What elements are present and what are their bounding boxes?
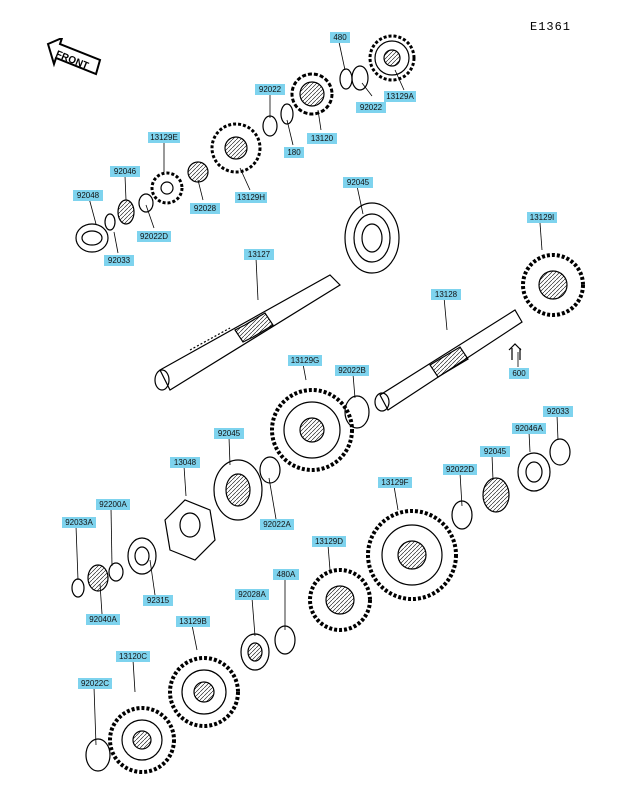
gear-13129E — [150, 171, 184, 205]
gear-13120C — [108, 706, 176, 774]
bearing-92040A — [87, 564, 109, 592]
part-label-13129G[interactable]: 13129G — [288, 355, 322, 366]
part-label-92315[interactable]: 92315 — [143, 595, 173, 606]
bushing-92046A — [517, 452, 551, 492]
part-label-480A[interactable]: 480A — [273, 569, 299, 580]
part-label-13128[interactable]: 13128 — [431, 289, 461, 300]
washer-180 — [280, 103, 294, 125]
part-label-92028A[interactable]: 92028A — [235, 589, 269, 600]
part-label-92033A[interactable]: 92033A — [62, 517, 96, 528]
part-label-92048[interactable]: 92048 — [73, 190, 103, 201]
shaft-13127 — [154, 274, 341, 391]
part-label-92045-mid[interactable]: 92045 — [214, 428, 244, 439]
gear-13129G — [270, 388, 354, 472]
washer-92022D-r — [451, 500, 473, 530]
circlip-480A — [274, 625, 296, 655]
part-label-13120[interactable]: 13120 — [307, 133, 337, 144]
part-label-600[interactable]: 600 — [509, 368, 529, 379]
part-label-13129E[interactable]: 13129E — [148, 132, 180, 143]
pin-600 — [508, 343, 522, 360]
ring-92033-top — [104, 213, 116, 231]
part-label-13129A[interactable]: 13129A — [384, 91, 416, 102]
part-label-92022-r[interactable]: 92022 — [356, 102, 386, 113]
washer-92022-top — [262, 115, 278, 137]
part-label-92028[interactable]: 92028 — [190, 203, 220, 214]
part-label-13048[interactable]: 13048 — [170, 457, 200, 468]
gear-13129D — [308, 568, 372, 632]
part-label-13129B[interactable]: 13129B — [176, 616, 210, 627]
shaft-13128 — [374, 309, 523, 412]
part-label-92040A[interactable]: 92040A — [86, 614, 120, 625]
bearing-92028A — [240, 633, 270, 671]
part-label-92046A[interactable]: 92046A — [512, 423, 546, 434]
part-label-92022D-r[interactable]: 92022D — [443, 464, 477, 475]
part-label-180[interactable]: 180 — [284, 147, 304, 158]
gear-13129F — [366, 509, 458, 601]
part-label-13127[interactable]: 13127 — [244, 249, 274, 260]
part-label-92022-top[interactable]: 92022 — [255, 84, 285, 95]
part-label-92045-r[interactable]: 92045 — [480, 446, 510, 457]
hub-13048 — [164, 499, 216, 561]
gear-13129A — [368, 34, 416, 82]
washer-92022B — [344, 395, 370, 429]
gear-13129I — [521, 253, 585, 317]
gear-13129H — [210, 122, 262, 174]
bearing-92045-r — [482, 477, 510, 513]
part-label-92022A[interactable]: 92022A — [260, 519, 294, 530]
part-label-92046[interactable]: 92046 — [110, 166, 140, 177]
gear-13129B — [168, 656, 240, 728]
part-label-92045-top[interactable]: 92045 — [343, 177, 373, 188]
ring-92033A — [71, 578, 85, 598]
part-label-92022D-top[interactable]: 92022D — [137, 231, 171, 242]
part-label-480[interactable]: 480 — [330, 32, 350, 43]
washer-92022A — [259, 456, 281, 484]
bushing-92315 — [127, 537, 157, 575]
part-label-13129F[interactable]: 13129F — [378, 477, 412, 488]
ring-92033-r — [549, 438, 571, 466]
leader-lines — [75, 41, 559, 746]
bearing-92045-top — [344, 202, 400, 274]
washer-92022-r — [351, 65, 369, 91]
cap-92048 — [75, 223, 109, 253]
part-label-92022C[interactable]: 92022C — [78, 678, 112, 689]
front-arrow-icon — [46, 38, 102, 76]
washer-92022C — [85, 738, 111, 772]
part-label-92033-top[interactable]: 92033 — [104, 255, 134, 266]
bearing-92046 — [117, 199, 135, 225]
washer-92022D-top — [138, 193, 154, 213]
bearing-92045-mid — [213, 459, 263, 521]
part-label-92022B[interactable]: 92022B — [335, 365, 369, 376]
bearing-92028 — [187, 161, 209, 183]
part-label-13120C[interactable]: 13120C — [116, 651, 150, 662]
part-label-13129H[interactable]: 13129H — [235, 192, 267, 203]
figure-id: E1361 — [530, 20, 572, 34]
part-label-13129I[interactable]: 13129I — [527, 212, 557, 223]
washer-92200A — [108, 562, 124, 582]
part-label-92200A[interactable]: 92200A — [96, 499, 130, 510]
part-label-92033-r[interactable]: 92033 — [543, 406, 573, 417]
gear-13120 — [290, 72, 334, 116]
part-label-13129D[interactable]: 13129D — [312, 536, 346, 547]
washer-480 — [339, 68, 353, 90]
